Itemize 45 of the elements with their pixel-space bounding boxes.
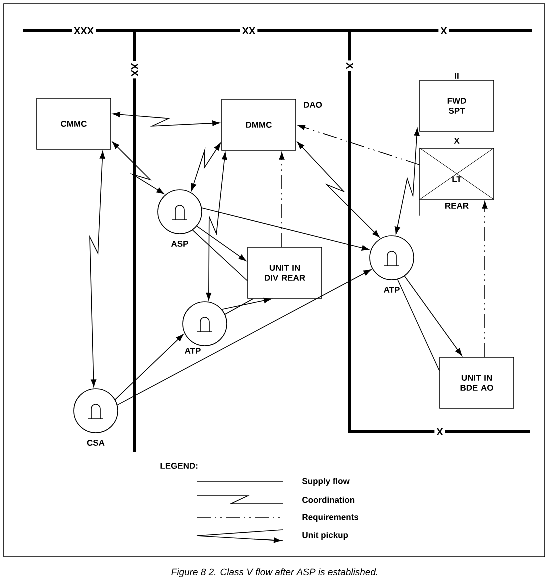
node-caption: CSA: [86, 439, 106, 447]
unit-box: UNIT IN DIV REAR: [248, 247, 322, 299]
arrow: [191, 143, 221, 192]
unit-box: UNIT IN BDE AO: [440, 357, 514, 409]
boundary-label: XX: [240, 26, 258, 36]
unit-box: FWD SPT: [420, 80, 494, 132]
node-caption: DAO: [302, 101, 324, 109]
legend-text: Coordination: [302, 496, 355, 504]
legend-text: Supply flow: [302, 478, 350, 486]
boundary-label: X: [438, 26, 450, 36]
arrow: [202, 208, 370, 251]
arrow: [222, 298, 272, 310]
unit-box: DMMC: [222, 99, 296, 151]
ammunition-point-circle: [370, 236, 414, 280]
ammunition-point-circle: [182, 302, 228, 346]
arrow: [394, 128, 420, 235]
boundary-label: X: [434, 426, 446, 438]
node-caption: II: [454, 72, 460, 80]
unit-box: CMMC: [36, 98, 112, 150]
legend-text: Requirements: [302, 514, 359, 522]
node-caption: X: [453, 137, 461, 145]
arrow: [117, 270, 372, 406]
ammunition-point-circle: [158, 190, 202, 234]
node-caption: REAR: [444, 202, 470, 210]
arrow: [196, 226, 246, 262]
boundary-label: XX: [130, 61, 140, 79]
arrow: [112, 112, 220, 127]
legend-heading: LEGEND:: [160, 463, 198, 469]
boundary-label: XXX: [72, 26, 96, 36]
arrow: [112, 142, 164, 194]
arrow: [90, 151, 106, 388]
ammunition-point-circle: [74, 388, 118, 434]
arrow: [298, 125, 420, 166]
arrow: [482, 201, 488, 358]
arrow: [297, 142, 380, 238]
boundary-label: X: [344, 60, 356, 72]
arrow: [206, 152, 228, 300]
node-caption: ASP: [170, 240, 190, 248]
arrow: [279, 152, 285, 248]
node-caption: ATP: [184, 347, 202, 355]
caption: Figure 8 2. Class V flow after ASP is established.: [172, 568, 378, 578]
legend-text: Unit pickup: [302, 532, 348, 540]
arrow: [404, 276, 462, 356]
arrow: [115, 334, 184, 400]
node-caption: ATP: [382, 286, 402, 294]
